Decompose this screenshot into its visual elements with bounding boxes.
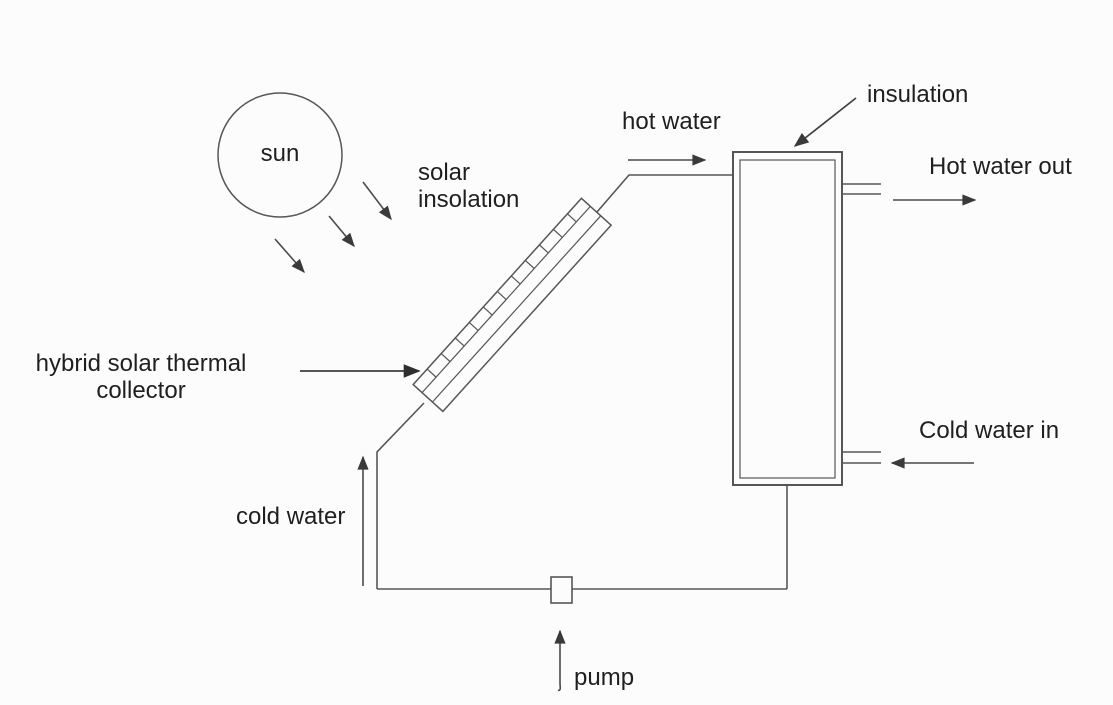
label-hybrid-collector-line2: collector bbox=[96, 377, 186, 404]
tank-outer-wall bbox=[732, 151, 843, 486]
leader-lines bbox=[300, 97, 857, 378]
label-hybrid-collector: hybrid solar thermal collector bbox=[28, 350, 254, 404]
solar-insolation-arrows bbox=[274, 181, 392, 274]
sun-shape bbox=[217, 92, 343, 218]
label-hybrid-collector-line1: hybrid solar thermal bbox=[35, 350, 247, 377]
pipe-network bbox=[376, 174, 788, 590]
collector-cells bbox=[426, 213, 577, 378]
storage-tank-shape bbox=[732, 151, 881, 486]
label-cold-water-in: Cold water in bbox=[919, 417, 1060, 444]
solar-insolation-arrow bbox=[274, 238, 305, 274]
label-solar-insolation-line2: insolation bbox=[418, 186, 520, 213]
label-cold-water: cold water bbox=[236, 503, 346, 530]
label-hot-water: hot water bbox=[622, 108, 721, 135]
cold-water-riser-pipe bbox=[376, 402, 425, 589]
pump-shape bbox=[550, 576, 573, 604]
hybrid-solar-thermal-collector-shape bbox=[412, 197, 613, 413]
hot-water-pipe bbox=[596, 174, 733, 213]
flow-arrows bbox=[357, 154, 977, 692]
solar-insolation-arrow bbox=[328, 215, 355, 248]
tank-inner-wall bbox=[739, 159, 836, 479]
label-pump: pump bbox=[574, 664, 635, 691]
label-insulation: insulation bbox=[867, 81, 969, 108]
label-solar-insolation: solar insolation bbox=[418, 159, 519, 213]
label-sun: sun bbox=[260, 140, 300, 167]
label-hot-water-out: Hot water out bbox=[929, 153, 1072, 180]
insulation-leader-arrow bbox=[793, 97, 857, 147]
solar-insolation-arrow bbox=[362, 181, 392, 221]
collector-body bbox=[412, 197, 613, 413]
hot-water-out-stub bbox=[843, 183, 881, 195]
pump-pointer-arrow bbox=[554, 629, 566, 692]
label-solar-insolation-line1: solar bbox=[418, 159, 471, 186]
cold-water-in-stub bbox=[843, 451, 881, 464]
